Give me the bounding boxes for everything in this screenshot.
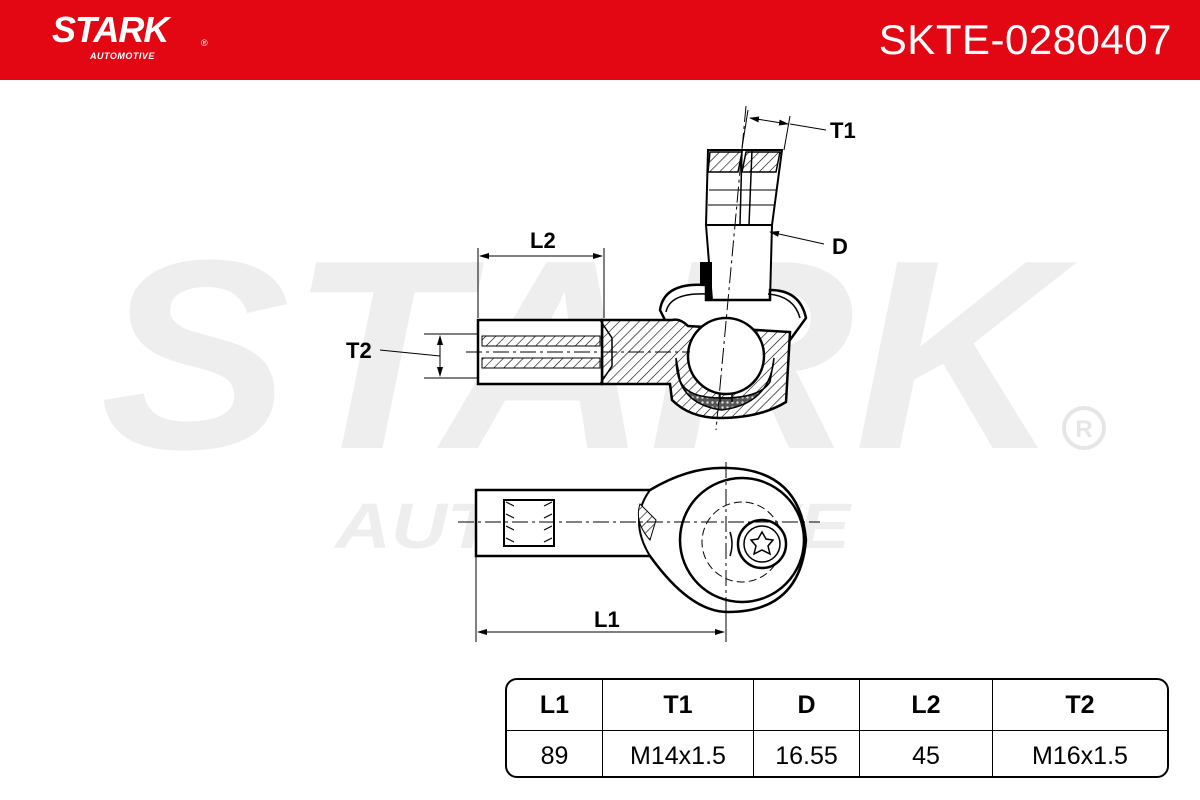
- stud-taper: [704, 224, 774, 301]
- spec-value-row: 89 M14x1.5 16.55 45 M16x1.5: [507, 730, 1167, 776]
- top-view: [458, 462, 820, 640]
- dimension-d: D: [769, 231, 848, 259]
- dimension-t2: T2: [346, 333, 478, 379]
- side-section-view: [466, 105, 808, 431]
- spec-value-t2: M16x1.5: [992, 730, 1167, 776]
- spec-header-t2: T2: [992, 680, 1167, 731]
- spec-header-t1: T1: [602, 680, 754, 731]
- spec-value-l2: 45: [859, 730, 993, 776]
- dimension-t1: T1: [741, 109, 856, 151]
- spec-header-l1: L1: [507, 680, 603, 731]
- label-l1: L1: [594, 607, 620, 632]
- ball-joint: [686, 316, 766, 396]
- spec-header-row: L1 T1 D L2 T2: [507, 680, 1167, 731]
- brand-subtitle: AUTOMOTIVE: [90, 51, 155, 61]
- label-d: D: [832, 234, 848, 259]
- label-t1: T1: [830, 118, 856, 143]
- torx-socket-icon: [749, 530, 775, 556]
- header-bar: STARK ® AUTOMOTIVE SKTE-0280407: [0, 0, 1200, 80]
- brand-registered-mark: ®: [201, 38, 208, 48]
- spec-value-d: 16.55: [753, 730, 860, 776]
- spec-value-t1: M14x1.5: [602, 730, 754, 776]
- part-number: SKTE-0280407: [878, 16, 1172, 63]
- label-t2: T2: [346, 338, 372, 363]
- ball-seat: [675, 357, 775, 411]
- brand-logo: STARK ® AUTOMOTIVE: [52, 10, 212, 66]
- tie-rod-end-drawing: T1 D L2 T2 L1: [346, 105, 856, 642]
- brand-name: STARK: [52, 9, 169, 50]
- spec-header-d: D: [753, 680, 860, 731]
- spec-header-l2: L2: [859, 680, 993, 731]
- dimension-l2: L2: [477, 228, 605, 318]
- spec-table: L1 T1 D L2 T2 89 M14x1.5 16.55 45 M16x1.…: [505, 678, 1169, 778]
- wrench-flat: [503, 499, 555, 547]
- spec-value-l1: 89: [507, 730, 603, 776]
- dimension-l1: L1: [475, 556, 727, 642]
- label-l2: L2: [530, 228, 556, 253]
